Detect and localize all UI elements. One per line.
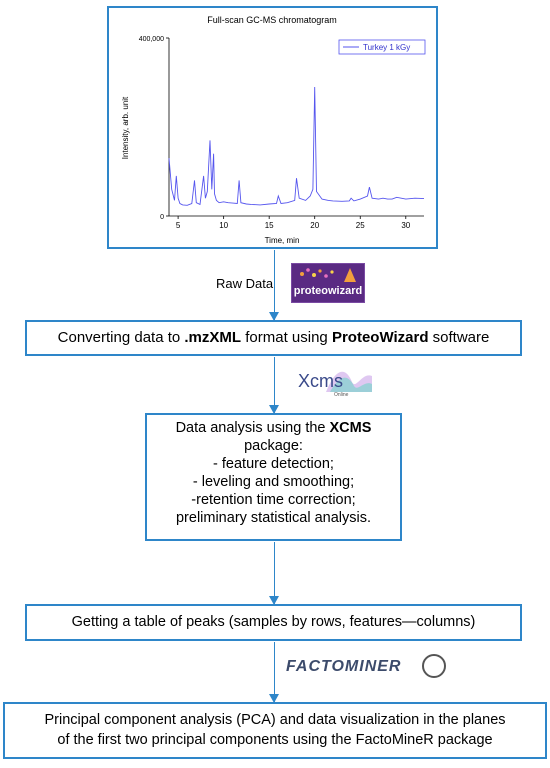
step2-line1-text: Data analysis using the [175,420,330,436]
legend: Turkey 1 kGy [338,39,426,55]
step-xcms-box: Data analysis using the XCMS package: - … [145,413,402,541]
chromatogram-chart: Full-scan GC-MS chromatogram 5 10 15 20 25 30… [121,15,426,245]
chart-title: Full-scan GC-MS chromatogram [207,15,337,25]
step1-text-pre: Converting data to [57,329,185,346]
step1-text-mid: format using [241,329,332,346]
step1-format: .mzXML [184,329,242,346]
step-pca-box: Principal component analysis (PCA) and d… [3,702,547,759]
flow-arrow-2 [269,357,279,414]
step2-line5: -retention time correction; [191,492,356,508]
flow-arrow-1 [269,250,279,321]
proteowizard-logo: proteowizard [291,263,365,303]
step2-line1: Data analysis using the XCMS [147,419,400,437]
flow-arrow-4 [269,642,279,703]
xcms-logo-subtext: Online [334,392,349,398]
y-axis-label: Intensity, arb. unit [121,96,130,159]
flow-arrow-3 [269,542,279,605]
factominer-logo: FACTOMINER [284,652,448,682]
y-tick-label: 0 [160,214,164,221]
step2-line2: package: [244,438,303,454]
proteowizard-logo-text: proteowizard [293,285,363,297]
series-line [168,86,425,206]
x-tick-label: 15 [265,221,274,230]
chromatogram-panel: Full-scan GC-MS chromatogram 5 10 15 20 25 30… [107,6,438,249]
xcms-logo-text: Xcms [298,371,343,391]
step2-line3: - feature detection; [213,456,334,472]
legend-series-label: Turkey 1 kGy [363,43,410,52]
step-convert-box: Converting data to .mzXML format using P… [25,320,522,356]
x-axis-label: Time, min [265,236,300,245]
x-tick-label: 10 [219,221,228,230]
plot-area: 5 10 15 20 25 30 0 400,000 [139,36,425,230]
factominer-logo-text: FACTOMINER [286,658,402,675]
step2-line6: preliminary statistical analysis. [175,510,371,526]
y-tick-label: 400,000 [139,36,164,43]
step2-line4: - leveling and smoothing; [192,474,355,490]
step-peaks-table-box: Getting a table of peaks (samples by row… [25,604,522,641]
xcms-logo: Xcms Online [296,362,376,402]
x-tick-label: 30 [401,221,410,230]
step4-line1: Principal component analysis (PCA) and d… [44,712,506,728]
step1-text-post: software [428,329,490,346]
x-tick-label: 20 [310,221,319,230]
x-tick-label: 5 [176,221,181,230]
step4-line2: of the first two principal components us… [57,732,493,748]
step1-software: ProteoWizard [331,329,429,346]
raw-data-label: Raw Data [216,276,274,291]
step2-xcms-bold: XCMS [329,420,372,436]
step3-text: Getting a table of peaks (samples by row… [71,614,476,630]
x-tick-label: 25 [356,221,365,230]
